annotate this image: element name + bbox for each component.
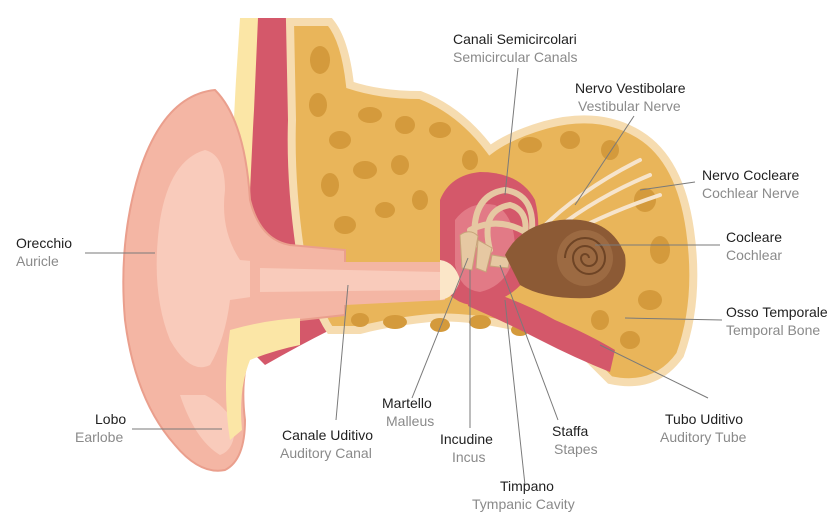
label-incus-en: Incus — [452, 449, 485, 465]
label-incus-it: Incudine — [440, 431, 493, 447]
label-tympanic-cavity-en: Tympanic Cavity — [472, 496, 575, 512]
label-auditory-canal: Canale Uditivo Auditory Canal — [280, 427, 373, 461]
label-temporal-bone-it: Osso Temporale — [726, 304, 828, 320]
label-auricle: Orecchio Auricle — [16, 235, 72, 269]
label-vestibular-nerve-en: Vestibular Nerve — [578, 98, 681, 114]
label-auditory-tube-it: Tubo Uditivo — [665, 411, 743, 427]
label-cochlear-nerve: Nervo Cocleare Cochlear Nerve — [702, 167, 799, 201]
label-auditory-tube: Tubo Uditivo Auditory Tube — [660, 411, 747, 445]
label-temporal-bone: Osso Temporale Temporal Bone — [726, 304, 828, 338]
label-malleus-it: Martello — [382, 395, 432, 411]
lower-cartilage — [226, 318, 300, 440]
label-cochlear-it: Cocleare — [726, 229, 782, 245]
label-malleus: Martello Malleus — [382, 395, 434, 429]
label-semicircular-canals: Canali Semicircolari Semicircular Canals — [453, 31, 577, 65]
label-temporal-bone-en: Temporal Bone — [726, 322, 820, 338]
label-vestibular-nerve-it: Nervo Vestibolare — [575, 80, 686, 96]
auditory-canal-highlight — [260, 268, 440, 292]
label-auditory-canal-it: Canale Uditivo — [282, 427, 373, 443]
label-auditory-tube-en: Auditory Tube — [660, 429, 747, 445]
label-earlobe-it: Lobo — [95, 411, 126, 427]
label-cochlear: Cocleare Cochlear — [726, 229, 782, 263]
label-auricle-it: Orecchio — [16, 235, 72, 251]
label-earlobe-en: Earlobe — [75, 429, 123, 445]
label-cochlear-nerve-it: Nervo Cocleare — [702, 167, 799, 183]
label-stapes-en: Stapes — [554, 441, 598, 457]
label-stapes: Staffa Stapes — [552, 423, 598, 457]
label-auditory-canal-en: Auditory Canal — [280, 445, 372, 461]
label-tympanic-cavity: Timpano Tympanic Cavity — [472, 478, 575, 512]
label-tympanic-cavity-it: Timpano — [500, 478, 554, 494]
label-stapes-it: Staffa — [552, 423, 589, 439]
label-incus: Incudine Incus — [440, 431, 493, 465]
label-auricle-en: Auricle — [16, 253, 59, 269]
label-vestibular-nerve: Nervo Vestibolare Vestibular Nerve — [575, 80, 686, 114]
label-malleus-en: Malleus — [386, 413, 434, 429]
label-cochlear-en: Cochlear — [726, 247, 782, 263]
label-earlobe: Lobo Earlobe — [75, 411, 126, 445]
label-cochlear-nerve-en: Cochlear Nerve — [702, 185, 799, 201]
label-semicircular-canals-it: Canali Semicircolari — [453, 31, 577, 47]
label-semicircular-canals-en: Semicircular Canals — [453, 49, 577, 65]
